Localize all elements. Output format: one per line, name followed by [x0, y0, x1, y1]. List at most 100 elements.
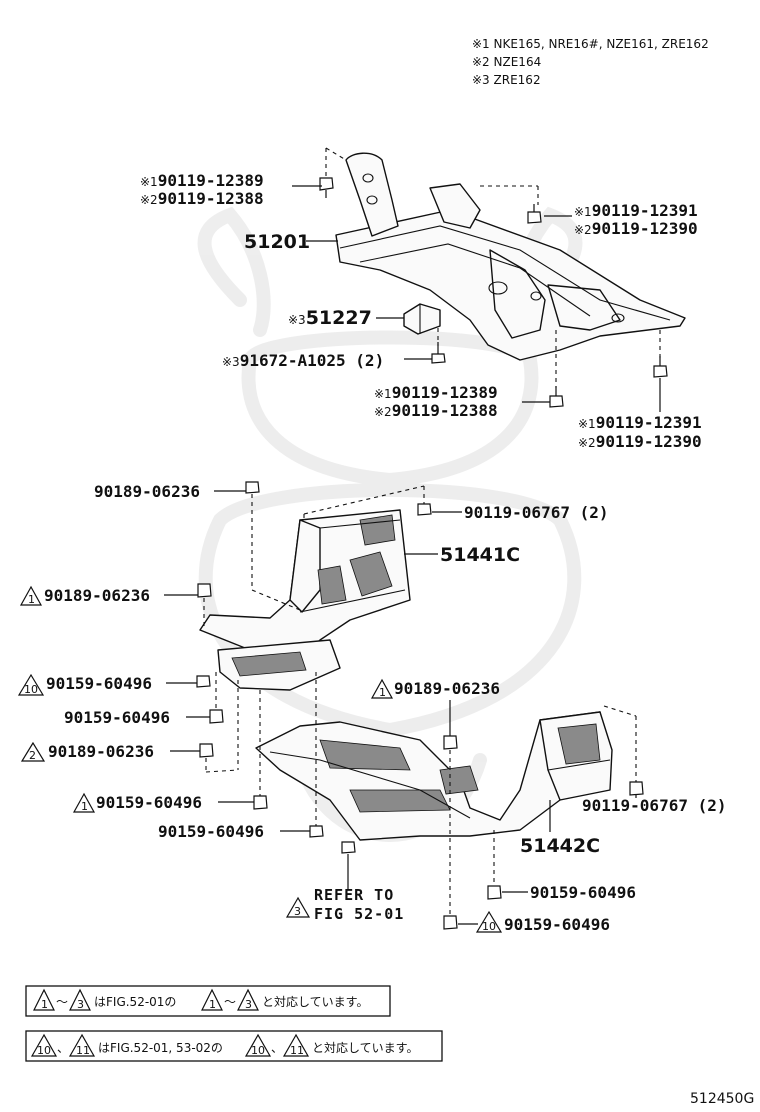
- part-number: 90119-12391: [596, 413, 702, 432]
- callout-90119-12391-bottom: ※190119-12391 ※290119-12390: [578, 378, 702, 451]
- callout-91672-A1025: ※391672-A1025 (2): [222, 351, 432, 370]
- refer-line-1: REFER TO: [314, 886, 394, 904]
- bolt-icon: [209, 709, 224, 724]
- variant-mark: ※2: [374, 405, 392, 419]
- variant-mark: ※1: [578, 417, 596, 431]
- svg-text:※290119-12390: ※290119-12390: [574, 219, 698, 238]
- bolt-icon: [487, 885, 502, 900]
- reference-box-2: 10 、 11 はFIG.52-01, 53-02の 10 、 11 と対応して…: [25, 1030, 443, 1062]
- bolt-icon: [629, 781, 644, 796]
- callout-51201: 51201: [244, 231, 338, 253]
- box-text: と対応しています。: [262, 995, 368, 1009]
- part-number: 90119-12389: [392, 383, 498, 402]
- range-separator: ～: [224, 995, 236, 1009]
- part-number: 90189-06236: [94, 482, 200, 501]
- part-number: 90119-06767 (2): [464, 503, 609, 522]
- triangle-ref: 11: [290, 1044, 304, 1057]
- part-number: 90159-60496: [530, 883, 636, 902]
- triangle-ref: 10: [37, 1044, 51, 1057]
- variant-mark: ※1: [140, 175, 158, 189]
- bolt-icon: [549, 386, 564, 408]
- note-text: NKE165, NRE16#, NZE161, ZRE162: [494, 37, 709, 51]
- bolt-icon: [253, 795, 268, 810]
- bolt-icon: [443, 915, 458, 930]
- part-number: 90189-06236: [394, 679, 500, 698]
- range-separator: 、: [271, 1041, 283, 1055]
- part-number: 91672-A1025 (2): [240, 351, 385, 370]
- svg-text:※190119-12389: ※190119-12389: [140, 171, 264, 190]
- triangle-ref: 10: [251, 1044, 265, 1057]
- callout-51227: ※351227: [288, 307, 404, 329]
- part-number: 51442C: [520, 835, 600, 857]
- triangle-ref: 3: [77, 998, 84, 1011]
- triangle-ref: 1: [41, 998, 48, 1011]
- figure-code: 512450G: [690, 1091, 754, 1107]
- part-number: 90119-06767 (2): [582, 796, 727, 815]
- part-number: 90119-12388: [392, 401, 498, 420]
- bolt-icon: [341, 841, 356, 854]
- callout-90159-60496-c: 90159-60496: [158, 822, 310, 841]
- bracket-51227: [403, 303, 441, 335]
- range-separator: ～: [56, 995, 68, 1009]
- svg-text:※391672-A1025 (2): ※391672-A1025 (2): [222, 351, 384, 370]
- callout-tri10-90159-60496-b: 10 90159-60496: [458, 910, 610, 934]
- note-text: NZE164: [494, 55, 542, 69]
- box-text: はFIG.52-01の: [94, 995, 176, 1009]
- svg-text:※290119-12388: ※290119-12388: [140, 189, 264, 208]
- callout-90119-12389-bottom: ※190119-12389 ※290119-12388: [374, 383, 550, 420]
- box-text: はFIG.52-01, 53-02の: [98, 1041, 223, 1055]
- bolt-icon: [309, 825, 324, 838]
- bolt-icon: [197, 583, 212, 598]
- note-mark: ※2: [472, 55, 490, 69]
- range-separator: 、: [57, 1041, 69, 1055]
- svg-text:※3 ZRE162: ※3 ZRE162: [472, 73, 541, 87]
- part-number: 51441C: [440, 544, 520, 566]
- triangle-ref: 3: [245, 998, 252, 1011]
- part-number: 90119-12390: [592, 219, 698, 238]
- triangle-ref: 1: [81, 800, 88, 813]
- bolt-icon: [196, 675, 211, 688]
- callout-90119-12391-top: ※190119-12391 ※290119-12390: [544, 201, 698, 238]
- variant-mark: ※3: [288, 313, 306, 327]
- part-number: 90119-12391: [592, 201, 698, 220]
- part-number: 90119-12389: [158, 171, 264, 190]
- variant-mark: ※3: [222, 355, 240, 369]
- part-number: 90119-12388: [158, 189, 264, 208]
- note-mark: ※1: [472, 37, 490, 51]
- variant-mark: ※2: [578, 436, 596, 450]
- bolt-icon: [443, 735, 458, 750]
- variant-mark: ※2: [574, 223, 592, 237]
- part-number: 51201: [244, 231, 310, 253]
- svg-text:※2 NZE164: ※2 NZE164: [472, 55, 541, 69]
- reference-box-1: 1 ～ 3 はFIG.52-01の 1 ～ 3 と対応しています。: [25, 985, 391, 1017]
- part-number: 51227: [306, 307, 372, 329]
- triangle-ref: 1: [209, 998, 216, 1011]
- triangle-ref: 10: [24, 683, 38, 696]
- variant-notes: ※1 NKE165, NRE16#, NZE161, ZRE162 ※2 NZE…: [472, 37, 709, 87]
- svg-text:※190119-12391: ※190119-12391: [574, 201, 698, 220]
- bolt-icon: [319, 177, 334, 198]
- svg-text:※351227: ※351227: [288, 307, 372, 329]
- callout-tri1-90189-06236: 1 90189-06236: [19, 585, 198, 606]
- part-number: 90119-12390: [596, 432, 702, 451]
- bolt-icon: [417, 503, 432, 516]
- crossmember-51201: [335, 152, 686, 361]
- callout-tri1-90159-60496: 1 90159-60496: [72, 792, 254, 813]
- callout-90119-06767-a: 90119-06767 (2): [432, 503, 609, 522]
- svg-text:※290119-12390: ※290119-12390: [578, 432, 702, 451]
- part-number: 90189-06236: [48, 742, 154, 761]
- triangle-ref: 3: [294, 905, 301, 918]
- triangle-ref: 10: [482, 920, 496, 933]
- bolt-icon: [527, 204, 542, 224]
- part-number: 90159-60496: [504, 915, 610, 934]
- svg-text:※190119-12391: ※190119-12391: [578, 413, 702, 432]
- part-number: 90159-60496: [46, 674, 152, 693]
- svg-text:※190119-12389: ※190119-12389: [374, 383, 498, 402]
- part-number: 90159-60496: [158, 822, 264, 841]
- bolt-icon: [245, 481, 260, 494]
- part-number: 90159-60496: [64, 708, 170, 727]
- splash-shield-51441C: [199, 509, 411, 691]
- callout-90119-12389-top: ※190119-12389 ※290119-12388: [140, 171, 322, 208]
- note-mark: ※3: [472, 73, 490, 87]
